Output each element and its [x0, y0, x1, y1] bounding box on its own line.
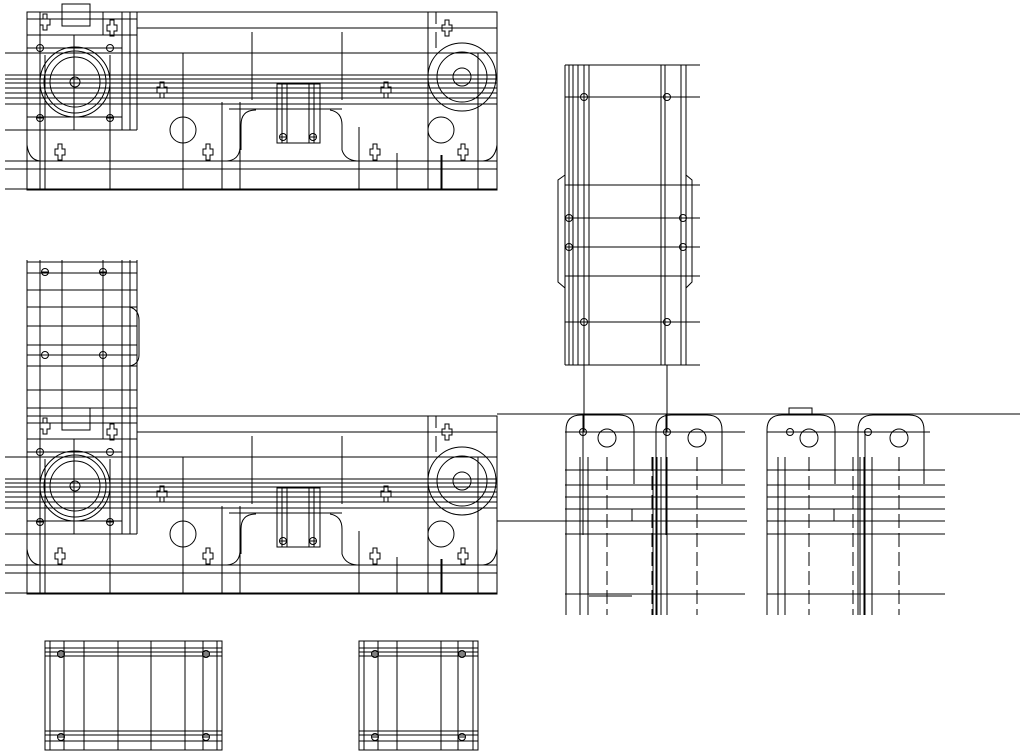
bolt-icon	[380, 485, 392, 503]
bearing-circle	[43, 454, 107, 518]
slot-corner	[329, 513, 358, 566]
roller-circle	[427, 520, 455, 548]
bearing-circle	[43, 50, 107, 114]
plan-view-top	[5, 3, 498, 191]
bolt-icon	[106, 19, 118, 37]
side-view-vertical	[557, 64, 700, 432]
bearing-outer-circle	[39, 450, 111, 522]
bolt-icon	[54, 143, 66, 161]
slot-corner	[329, 109, 358, 162]
pulley-outer-circle	[427, 42, 497, 112]
clevis-pin-circle	[687, 428, 707, 448]
bolt-icon	[457, 143, 469, 161]
small-end-view-right	[358, 640, 479, 751]
bolt-icon	[202, 143, 214, 161]
left-vertical-section	[26, 260, 140, 416]
bolt-icon	[156, 485, 168, 503]
roller-circle	[427, 116, 455, 144]
small-end-view-left	[44, 640, 223, 751]
frame-outline	[26, 415, 498, 595]
pulley-outer-circle	[427, 446, 497, 516]
side-flange	[557, 174, 566, 289]
bolt-icon	[39, 417, 51, 435]
bolt-icon	[156, 81, 168, 99]
clevis-outline	[857, 414, 925, 615]
bolt-icon	[380, 81, 392, 99]
frame-corner	[26, 548, 41, 566]
bolt-icon	[441, 19, 453, 37]
roller-circle	[169, 116, 197, 144]
bearing-inner-circle	[49, 460, 101, 512]
clevis-pin-circle	[889, 428, 909, 448]
center-block	[276, 83, 321, 144]
clevis-pin-circle	[799, 428, 819, 448]
bearing-outer-circle	[39, 46, 111, 118]
roller-circle	[169, 520, 197, 548]
slot-corner	[240, 513, 257, 554]
bolt-icon	[106, 423, 118, 441]
end-view-outline	[44, 640, 223, 751]
shaft-circle	[69, 76, 81, 88]
bolt-icon	[369, 143, 381, 161]
end-view-outline	[358, 640, 479, 751]
top-tab	[61, 407, 91, 431]
bolt-icon	[369, 547, 381, 565]
top-tab	[61, 3, 91, 27]
clevis-outline	[655, 414, 723, 615]
center-block	[276, 487, 321, 548]
frame-corner	[226, 147, 241, 162]
clevis-pin-circle	[597, 428, 617, 448]
frame-corner	[226, 551, 241, 566]
clevis-outline	[565, 414, 635, 615]
shaft-circle	[69, 480, 81, 492]
frame-corner	[482, 144, 498, 162]
frame-corner	[26, 144, 41, 162]
side-flange	[685, 174, 693, 289]
bolt-icon	[54, 547, 66, 565]
bolt-icon	[457, 547, 469, 565]
pulley-circle	[436, 51, 488, 103]
bolt-icon	[39, 13, 51, 31]
slot-corner	[240, 109, 257, 150]
pulley-hub-circle	[452, 67, 472, 87]
pulley-circle	[436, 455, 488, 507]
bolt-icon	[441, 423, 453, 441]
frame-outline	[26, 11, 498, 191]
frame-corner	[482, 548, 498, 566]
side-curve	[129, 306, 140, 367]
pulley-hub-circle	[452, 471, 472, 491]
bearing-inner-circle	[49, 56, 101, 108]
plan-view-bottom	[5, 407, 498, 595]
clevis-outline	[766, 414, 836, 615]
bolt-icon	[202, 547, 214, 565]
clevis-elevations	[497, 407, 1020, 615]
